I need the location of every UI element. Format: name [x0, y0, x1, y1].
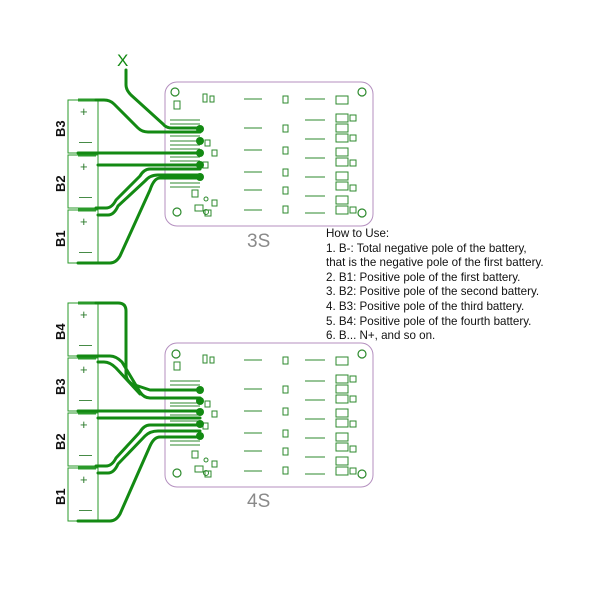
instructions-heading: How to Use: [326, 227, 390, 240]
battery-labels-3s: B3 B2 B1 [53, 120, 68, 247]
pcb-components-3s [173, 93, 357, 217]
battery-label-b2-4s: B2 [53, 433, 68, 450]
board-label-3s: 3S [247, 231, 270, 252]
battery-stack-3s [67, 98, 99, 264]
b3-plus-mark-4s: + [80, 362, 88, 377]
b1-minus-mark-4s: — [79, 502, 92, 517]
diagram-4s: + — + — + — + — B4 B3 B2 B1 [53, 301, 374, 523]
wire-b4-minus-b3-plus [76, 354, 202, 400]
wire-b3-plus [94, 98, 202, 134]
instruction-line-5: 4. B3: Positive pole of the third batter… [326, 299, 525, 313]
battery-labels-4s: B4 B3 B2 B1 [53, 323, 68, 505]
wire-b2-minus-b1-plus [94, 423, 202, 468]
b4-plus-mark: + [80, 307, 88, 322]
b1-plus-mark: + [80, 214, 88, 229]
wire-b4-plus [94, 301, 202, 392]
battery-label-b4-4s: B4 [53, 323, 68, 340]
b3-plus-mark: + [80, 104, 88, 119]
pcb-components-4s [173, 354, 357, 478]
instruction-line-4: 3. B2: Positive pole of the second batte… [326, 285, 540, 299]
b2-minus-mark-4s: — [79, 447, 92, 462]
instruction-line-6: 5. B4: Positive pole of the fourth batte… [326, 314, 532, 328]
battery-label-b1-3s: B1 [53, 230, 68, 247]
battery-label-b3-3s: B3 [53, 120, 68, 137]
diagram-3s: + — + — + — B3 B2 B1 [53, 51, 374, 265]
battery-terminal-marks-4s: + — + — + — + — [79, 307, 92, 517]
instruction-line-2: that is the negative pole of the first b… [326, 256, 544, 270]
x-mark-3s: X [117, 51, 128, 70]
how-to-use-instructions: How to Use: 1. B-: Total negative pole o… [326, 227, 594, 344]
battery-label-b2-3s: B2 [53, 175, 68, 192]
instruction-line-3: 2. B1: Positive pole of the first batter… [326, 270, 521, 284]
pcb-board-4s [164, 342, 374, 488]
board-header-4s [170, 380, 200, 446]
terminal-pads-4s [196, 386, 204, 440]
b3-minus-mark: — [79, 134, 92, 149]
b2-plus-mark-4s: + [80, 417, 88, 432]
wires-4s [76, 301, 202, 523]
mounting-holes-3s [170, 87, 367, 218]
instruction-line-7: 6. B... N+, and so on. [326, 329, 436, 343]
wire-b1-minus [76, 176, 202, 265]
b1-minus-mark: — [79, 244, 92, 259]
b2-minus-mark: — [79, 189, 92, 204]
wire-b2-minus-b1-plus [94, 167, 202, 210]
wire-b-minus-unused [124, 68, 202, 130]
wire-b3-to-board [96, 360, 142, 396]
terminal-pads-3s [196, 125, 204, 181]
b2-plus-mark: + [80, 159, 88, 174]
board-label-4s: 4S [247, 491, 270, 512]
instruction-line-1: 1. B-: Total negative pole of the batter… [326, 241, 527, 255]
wire-b1-plus-to-board [96, 173, 202, 217]
battery-terminal-marks-3s: + — + — + — [79, 104, 92, 259]
b1-plus-mark-4s: + [80, 472, 88, 487]
b3-minus-mark-4s: — [79, 392, 92, 407]
mounting-holes-4s [171, 349, 367, 479]
wires-3s [76, 68, 202, 265]
wire-b1-plus-to-board [96, 429, 202, 475]
b4-minus-mark: — [79, 337, 92, 352]
wire-b1-minus-4s [76, 435, 202, 523]
battery-label-b1-4s: B1 [53, 488, 68, 505]
board-header-3s [170, 119, 200, 188]
battery-label-b3-4s: B3 [53, 378, 68, 395]
